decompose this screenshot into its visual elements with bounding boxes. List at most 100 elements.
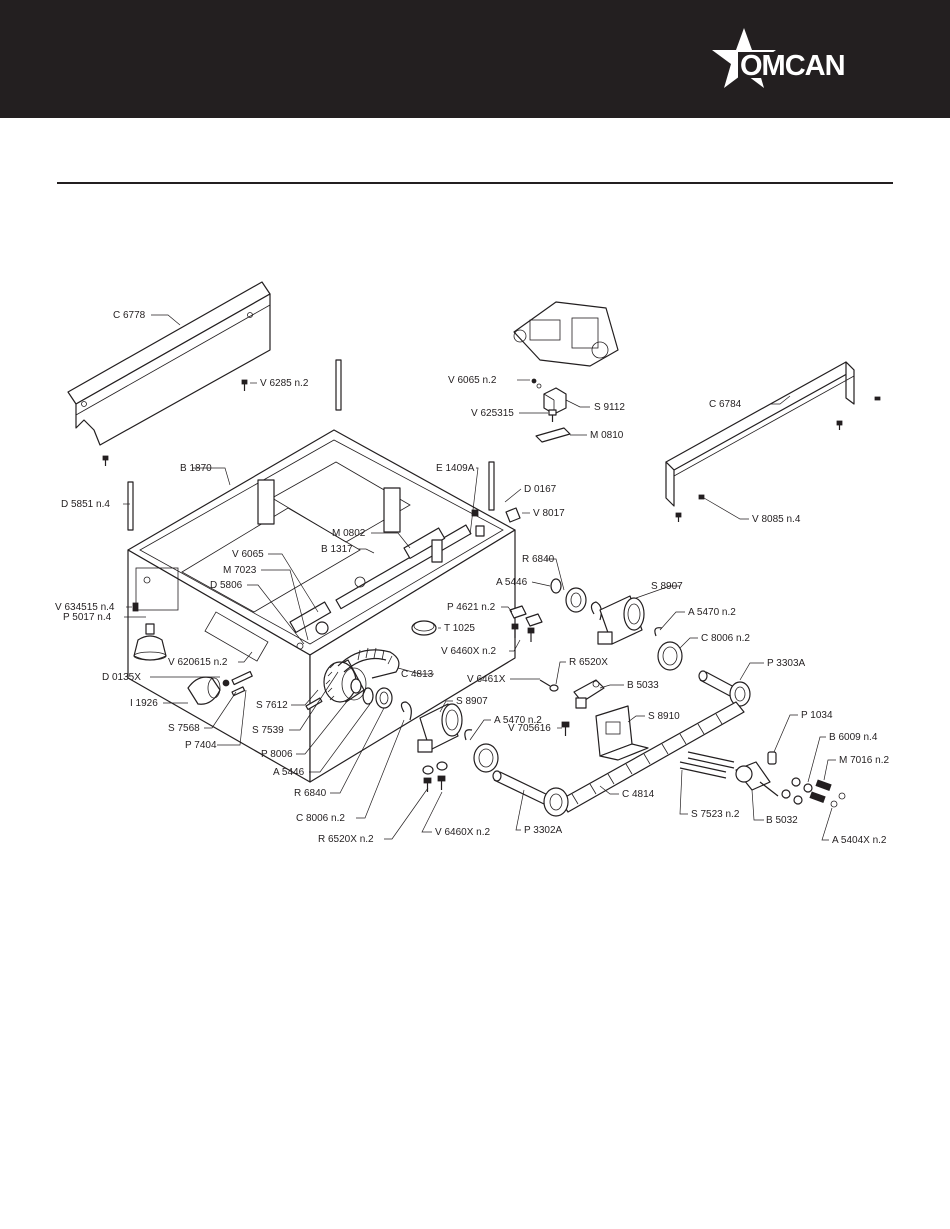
part-label: E 1409A [436, 463, 475, 474]
part-label: B 5032 [766, 815, 798, 826]
roller-t1025 [411, 620, 437, 636]
part-label: C 8006 n.2 [296, 813, 345, 824]
part-label: V 634515 n.4 [55, 602, 115, 613]
part-label: P 7404 [185, 740, 217, 751]
bracket-b5032 [735, 761, 779, 797]
part-label: D 5851 n.4 [61, 499, 110, 510]
drawing [67, 281, 881, 817]
screw-under-cover [102, 455, 109, 466]
part-label: R 6840 [294, 788, 327, 799]
part-label: S 8907 [456, 696, 488, 707]
bearing-stack-left [362, 687, 499, 773]
part-label: P 5017 n.4 [63, 612, 112, 623]
part-label: A 5470 n.2 [688, 607, 736, 618]
part-label: S 7568 [168, 723, 200, 734]
part-label: R 6840 [522, 554, 555, 565]
leader-lines [123, 314, 836, 841]
part-label: C 6778 [113, 310, 146, 321]
part-label: D 5806 [210, 580, 243, 591]
key-m0810 [535, 427, 571, 443]
part-label: C 4814 [622, 789, 655, 800]
part-label: P 8006 [261, 749, 293, 760]
part-label: M 7016 n.2 [839, 755, 889, 766]
part-label: V 625315 [471, 408, 514, 419]
part-label: V 6461X [467, 674, 506, 685]
page-header: OMCAN [0, 0, 950, 118]
part-label: M 7023 [223, 565, 257, 576]
part-label: P 3303A [767, 658, 806, 669]
screws-v6065 [531, 378, 542, 389]
bracket-s8910 [595, 705, 649, 761]
part-label: I 1926 [130, 698, 158, 709]
part-label: V 620615 n.2 [168, 657, 228, 668]
part-label: P 4621 n.2 [447, 602, 496, 613]
shaft-p3303a [698, 670, 751, 707]
screws-v8085 [675, 396, 881, 522]
cover-channel-right [665, 361, 855, 507]
foot-p5017 [133, 623, 167, 661]
screw-v625315 [548, 409, 557, 422]
part-label: A 5446 [496, 577, 528, 588]
part-label: C 4813 [401, 669, 434, 680]
omcan-logo: OMCAN [712, 28, 898, 88]
base-housing [127, 429, 516, 783]
spacer-columns [127, 359, 495, 531]
part-label: A 5470 n.2 [494, 715, 542, 726]
bearing-stack-right [550, 578, 683, 671]
part-label: M 0802 [332, 528, 366, 539]
springs-m7016 [809, 779, 832, 803]
part-label: T 1025 [444, 623, 475, 634]
part-label: P 1034 [801, 710, 833, 721]
carriage-assembly [513, 301, 619, 367]
part-label: B 6009 n.4 [829, 732, 878, 743]
part-label: C 6784 [709, 399, 742, 410]
screw-v705616 [561, 721, 570, 736]
pin-p1034 [767, 751, 777, 765]
belt-c4813 [337, 647, 400, 679]
part-label: V 6065 [232, 549, 264, 560]
part-label: S 7612 [256, 700, 288, 711]
pads-screws-p4621 [509, 605, 543, 642]
knob-i1926 [187, 676, 230, 705]
part-label: V 705616 [508, 723, 551, 734]
part-label: V 6285 n.2 [260, 378, 309, 389]
part-label: R 6520X n.2 [318, 834, 374, 845]
part-label: P 3302A [524, 825, 563, 836]
rings-a5404x [830, 792, 846, 808]
part-label: B 1870 [180, 463, 212, 474]
part-label: V 6460X n.2 [435, 827, 490, 838]
screw-v8017 [505, 507, 521, 523]
arm-b5033 [539, 679, 605, 709]
part-label: V 8017 [533, 508, 565, 519]
part-label: V 6065 n.2 [448, 375, 497, 386]
part-label: R 6520X [569, 657, 608, 668]
part-label: S 8910 [648, 711, 680, 722]
part-label: V 8085 n.4 [752, 514, 801, 525]
part-label: M 0810 [590, 430, 624, 441]
part-label: A 5446 [273, 767, 305, 778]
part-label: S 7523 n.2 [691, 809, 740, 820]
part-label: D 0167 [524, 484, 557, 495]
part-label: B 5033 [627, 680, 659, 691]
part-label: A 5404X n.2 [832, 835, 887, 846]
bushings-b6009 [781, 777, 813, 805]
header-rule [57, 182, 893, 184]
rods-s7523 [679, 751, 735, 779]
part-label: S 8907 [651, 581, 683, 592]
part-label: C 8006 n.2 [701, 633, 750, 644]
screw-v634515 [132, 602, 139, 612]
pulley-p8006 [323, 659, 367, 703]
part-label: B 1317 [321, 544, 353, 555]
part-label: S 7539 [252, 725, 284, 736]
cover-channel-left [67, 281, 271, 446]
pins-s7568-p7404 [231, 670, 323, 711]
shaft-p3302a [492, 770, 569, 817]
part-label: V 6460X n.2 [441, 646, 496, 657]
part-label: S 9112 [594, 402, 625, 413]
logo-wordmark: OMCAN [740, 50, 845, 82]
washers-screws-lower-left [422, 761, 448, 792]
part-labels: C 6778 V 6285 n.2 B 1870 D 5851 n.4 E 14… [55, 310, 889, 846]
part-label: D 0135X [102, 672, 141, 683]
screw-v6285 [241, 379, 248, 391]
